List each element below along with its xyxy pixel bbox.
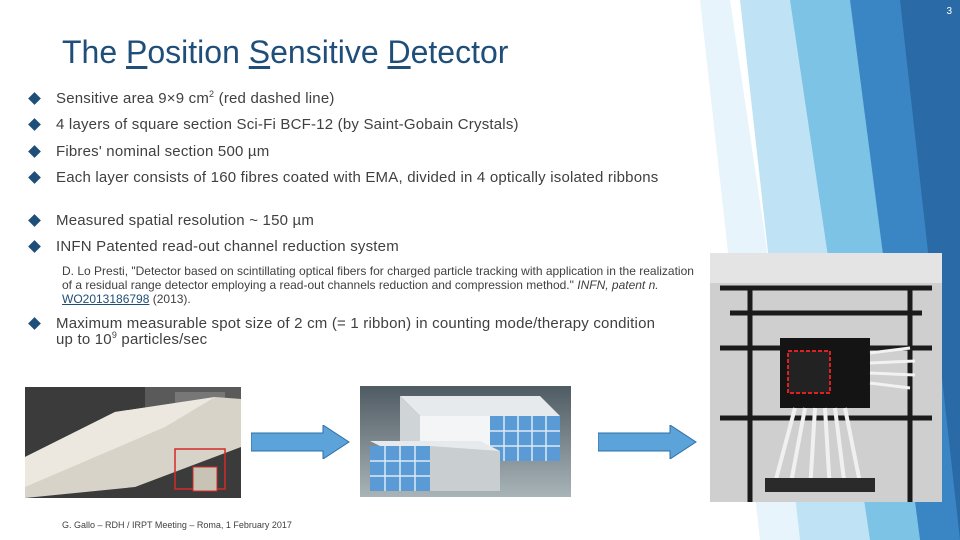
diamond-bullet-icon <box>28 317 41 330</box>
diamond-bullet-icon <box>28 171 41 184</box>
footer-text: G. Gallo – RDH / IRPT Meeting – Roma, 1 … <box>62 520 292 530</box>
diamond-bullet-icon <box>28 240 41 253</box>
diamond-bullet-icon <box>28 214 41 227</box>
right-arrow-icon <box>598 425 697 459</box>
fibre-ribbon-photo <box>25 387 241 498</box>
patent-link[interactable]: WO2013186798 <box>62 292 150 306</box>
fibre-layers-render <box>360 386 571 497</box>
diamond-bullet-icon <box>28 92 41 105</box>
page-title: The Position Sensitive Detector <box>62 34 509 70</box>
patent-reference: D. Lo Presti, "Detector based on scintil… <box>62 264 694 306</box>
detector-assembly-photo <box>710 253 942 502</box>
diamond-bullet-icon <box>28 118 41 131</box>
slide-number: 3 <box>946 6 952 17</box>
right-arrow-icon <box>251 425 350 459</box>
diamond-bullet-icon <box>28 145 41 158</box>
